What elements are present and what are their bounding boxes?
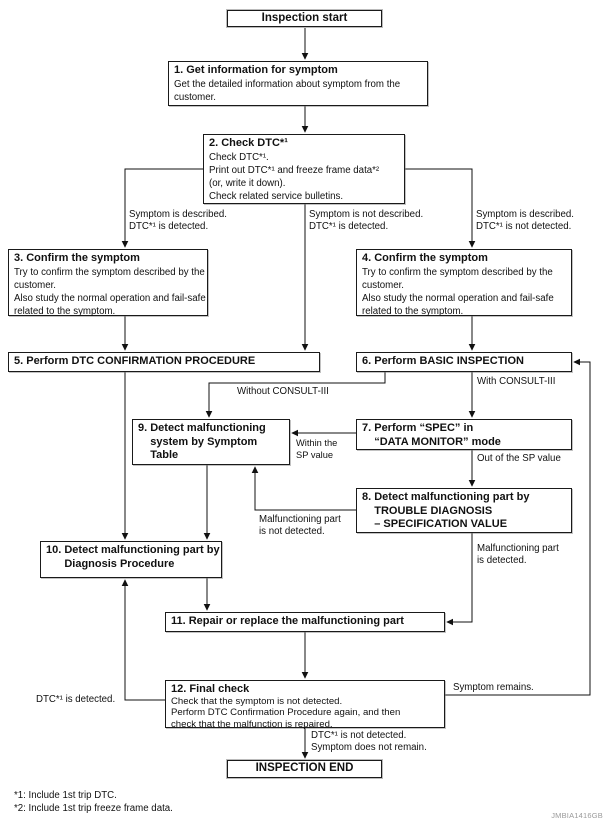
- node-body: Try to confirm the symptom described by …: [14, 266, 206, 317]
- node-8-trouble-diagnosis-specification-value: 8. Detect malfunctioning part by TROUBLE…: [356, 488, 572, 533]
- node-2-check-dtc: 2. Check DTC*¹ Check DTC*¹. Print out DT…: [203, 134, 405, 204]
- node-1-get-information: 1. Get information for symptom Get the d…: [168, 61, 428, 106]
- edge-2-to-4: [405, 168, 476, 248]
- node-body: Check that the symptom is not detected. …: [171, 695, 401, 731]
- edge-6-to-9: [205, 372, 386, 418]
- node-title: 8. Detect malfunctioning part by TROUBLE…: [362, 491, 530, 530]
- node-title: 9. Detect malfunctioning system by Sympt…: [138, 422, 266, 461]
- node-title: 10. Detect malfunctioning part by Diagno…: [46, 544, 220, 570]
- node-title: 11. Repair or replace the malfunctioning…: [171, 615, 404, 627]
- node-title: 3. Confirm the symptom: [14, 252, 140, 264]
- edge-label-symptom-described-dtc-detected: Symptom is described. DTC*¹ is detected.: [129, 209, 227, 233]
- edge-label-out-of-sp-value: Out of the SP value: [477, 453, 561, 464]
- node-title: 12. Final check: [171, 683, 250, 695]
- edge-label-within-sp-value: Within the SP value: [296, 438, 338, 461]
- figure-code: JMBIA1416GB: [551, 811, 603, 820]
- node-body: Try to confirm the symptom described by …: [362, 266, 554, 317]
- edge-label-symptom-described-dtc-not-detected: Symptom is described. DTC*¹ is not detec…: [476, 209, 574, 233]
- edge-label-end-condition: DTC*¹ is not detected. Symptom does not …: [311, 730, 427, 754]
- node-inspection-start: Inspection start: [227, 10, 382, 27]
- node-4-confirm-symptom: 4. Confirm the symptom Try to confirm th…: [356, 249, 572, 317]
- edge-2-to-3: [121, 168, 203, 248]
- node-title: 1. Get information for symptom: [174, 64, 338, 76]
- edge-label-symptom-remains: Symptom remains.: [453, 682, 534, 693]
- node-10-diagnosis-procedure: 10. Detect malfunctioning part by Diagno…: [40, 541, 222, 578]
- node-5-dtc-confirmation-procedure: 5. Perform DTC CONFIRMATION PROCEDURE: [8, 352, 320, 372]
- node-body: Check DTC*¹. Print out DTC*¹ and freeze …: [209, 151, 380, 202]
- footnote-1: *1: Include 1st trip DTC.: [14, 790, 117, 801]
- node-9-symptom-table: 9. Detect malfunctioning system by Sympt…: [132, 419, 290, 465]
- node-title: 7. Perform “SPEC” in “DATA MONITOR” mode: [362, 422, 501, 448]
- node-title: 5. Perform DTC CONFIRMATION PROCEDURE: [14, 355, 256, 367]
- edge-label-malfunctioning-part-detected: Malfunctioning part is detected.: [477, 543, 559, 567]
- node-7-perform-spec-data-monitor: 7. Perform “SPEC” in “DATA MONITOR” mode: [356, 419, 572, 450]
- node-body: Get the detailed information about sympt…: [174, 78, 401, 103]
- node-12-final-check: 12. Final check Check that the symptom i…: [165, 680, 445, 731]
- edge-12-to-6: [445, 358, 591, 696]
- node-title: 4. Confirm the symptom: [362, 252, 488, 264]
- edge-label-symptom-not-described-dtc-detected: Symptom is not described. DTC*¹ is detec…: [309, 209, 424, 233]
- edge-label-dtc-detected: DTC*¹ is detected.: [36, 694, 116, 705]
- edge-label-without-consult-iii: Without CONSULT-III: [237, 386, 329, 397]
- footnote-2: *2: Include 1st trip freeze frame data.: [14, 803, 173, 814]
- node-6-basic-inspection: 6. Perform BASIC INSPECTION: [356, 352, 572, 372]
- edge-label-with-consult-iii: With CONSULT-III: [477, 376, 556, 387]
- node-inspection-end: INSPECTION END: [227, 760, 382, 778]
- node-title: 6. Perform BASIC INSPECTION: [362, 355, 524, 367]
- node-3-confirm-symptom: 3. Confirm the symptom Try to confirm th…: [8, 249, 208, 317]
- edge-12-to-10: [121, 579, 165, 701]
- node-title: 2. Check DTC*¹: [209, 137, 288, 149]
- edge-8-to-11: [446, 533, 473, 626]
- edge-8-to-9: [251, 466, 356, 511]
- edge-label-malfunctioning-part-not-detected: Malfunctioning part is not detected.: [259, 514, 341, 538]
- node-11-repair-or-replace: 11. Repair or replace the malfunctioning…: [165, 612, 445, 632]
